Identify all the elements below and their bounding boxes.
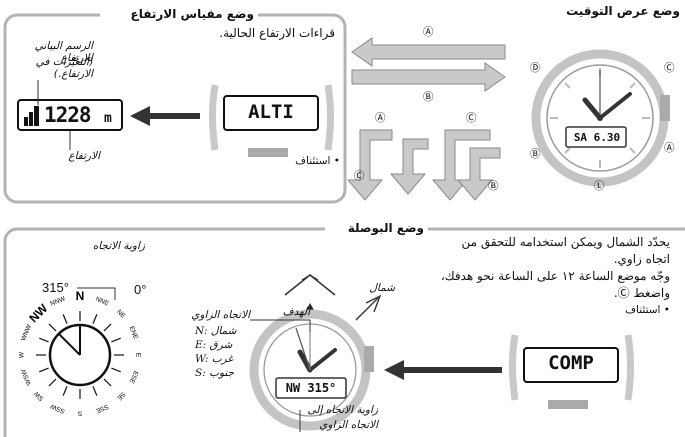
alti-graph-bars [24, 106, 39, 126]
time-display: SA 6.30 [573, 131, 621, 144]
transition-b-bottom: Ⓑ [488, 180, 499, 192]
alti-resume: • استئناف [295, 155, 340, 167]
button-a-label: Ⓐ [664, 142, 675, 154]
rose-label-e: E [134, 353, 141, 358]
north-label: شمال [369, 282, 395, 294]
legend-e: E: شرق [195, 339, 233, 351]
altitude-reading: 1228 [44, 103, 92, 127]
timekeeping-title: وضع عرض التوقيت [566, 4, 680, 18]
compass-watch [249, 309, 374, 432]
rose-tick-ene [111, 337, 121, 343]
north-arrow-icon [365, 294, 382, 313]
rose-tick-sse [92, 386, 98, 396]
transition-c-mid: Ⓒ [466, 112, 477, 124]
bottom-label-2: الاتجاه الزاوي [319, 419, 378, 431]
compass-desc-1: يحدّد الشمال ويمكن استخدامه للتحقق من [461, 235, 670, 249]
rose-tick-ne [103, 323, 112, 332]
transition-a-top: Ⓐ [423, 26, 434, 38]
rose-tick-nnw [62, 314, 68, 324]
bottom-label-1: زاوية الاتجاه إلى [307, 404, 378, 416]
rose-label-s: S [77, 409, 82, 416]
compass-desc-3: وجّه موضع الساعة ١٢ على الساعة نحو هدفك، [440, 269, 670, 283]
rose-tick-ese [111, 367, 121, 373]
rose-needle-nw [58, 333, 81, 356]
rose-tick-se [103, 378, 112, 387]
rose-label-ne: NE [115, 308, 127, 320]
rose-tick-wsw [39, 367, 49, 373]
rose-tick-ssw [62, 386, 68, 396]
compass-desc-2: اتجاه زاوي. [613, 252, 670, 266]
direction-legend: N: شمال E: شرق W: غرب S: جنوب [195, 324, 236, 380]
transition-a-mid: Ⓐ [375, 112, 386, 124]
legend-n: N: شمال [195, 325, 237, 337]
alti-watch [209, 84, 334, 157]
rose-tick-nw [48, 323, 57, 332]
rose-tick-sw [48, 378, 57, 387]
arrow-bent-left-2 [389, 138, 429, 195]
altimeter-title: وضع مقياس الارتفاع [100, 7, 258, 21]
compass-desc-4: واضغط Ⓒ. [613, 286, 670, 300]
button-c-label: Ⓒ [664, 62, 675, 74]
arrow-bent-right-2 [456, 147, 501, 201]
graph-label-2: (التغيّرات في الارتفاع.) [35, 56, 93, 80]
target-label: الهدف [282, 306, 310, 318]
alti-arrow [130, 106, 200, 126]
rose-label-ene: ENE [128, 325, 140, 341]
transition-b-top: Ⓑ [423, 91, 434, 103]
compass-watch-display: NW 315° [285, 381, 337, 395]
rose-label-n: N [76, 289, 85, 303]
rose-tick-wnw [39, 337, 49, 343]
rose-label-nnw: NNW [49, 295, 67, 308]
legend-s: S: جنوب [195, 367, 235, 379]
rose-tick-nne [92, 314, 98, 324]
compass-title: وضع البوصلة [325, 221, 428, 235]
timekeeping-watch [531, 49, 670, 187]
rose-label-se: SE [115, 390, 127, 402]
rose-label-nw: NW [26, 301, 51, 326]
rose-label-sw: SW [32, 389, 45, 402]
transition-c-bottom: Ⓒ [354, 170, 365, 182]
rose-label-sse: SSE [94, 403, 109, 415]
comp-arrow [384, 360, 502, 380]
angular-direction-label: الاتجاه الزاوي [191, 309, 250, 321]
arrow-left-a [351, 37, 506, 67]
button-b-label: Ⓑ [530, 148, 541, 160]
button-d-label: Ⓓ [530, 62, 541, 74]
altitude-unit: m [104, 111, 112, 126]
comp-mode-display: COMP [548, 352, 594, 374]
arrow-bent-left [346, 129, 393, 201]
button-l-label: Ⓛ [594, 180, 605, 192]
rose-label-w: W [19, 351, 26, 358]
zero-label: 0° [134, 282, 147, 297]
graph-label-1: الرسم البياني للارتفاع [34, 40, 93, 64]
rose-label-wnw: WNW [20, 323, 33, 342]
altitude-label: الارتفاع [68, 150, 100, 162]
alti-mode-display: ALTI [248, 101, 294, 123]
direction-angle-label: زاوية الاتجاه [92, 240, 145, 252]
rose-label-nne: NNE [94, 296, 110, 308]
rose-label-ese: ESE [127, 370, 139, 385]
altimeter-description: قراءات الارتفاع الحالية. [219, 26, 335, 40]
legend-w: W: غرب [195, 353, 233, 365]
compass-resume: • استئناف [625, 304, 670, 316]
arrow-right-b [351, 62, 506, 92]
rose-label-ssw: SSW [49, 402, 66, 414]
angle-value: 315° [42, 280, 69, 295]
mountain-icon [284, 274, 336, 296]
rose-label-wsw: WSW [20, 367, 33, 386]
comp-watch [509, 334, 634, 409]
